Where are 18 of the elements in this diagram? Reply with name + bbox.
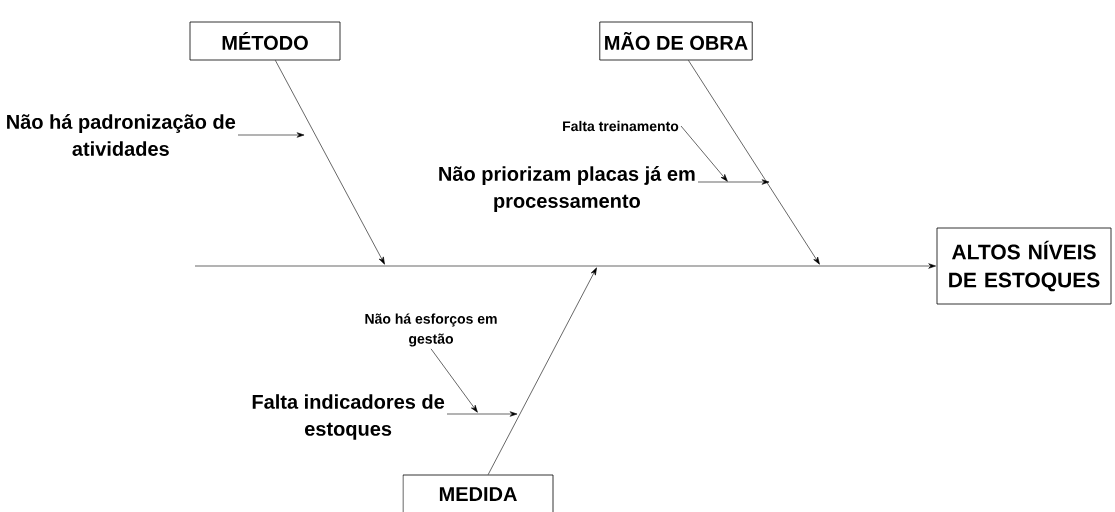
arrow (680, 125, 728, 182)
arrow (194, 263, 936, 269)
arrow (275, 60, 385, 265)
arrow (487, 267, 597, 475)
sub-cause-label: Não há esforços em gestão (365, 313, 497, 347)
arrow (430, 348, 478, 413)
category-box: MÉTODO (189, 21, 341, 61)
cause-label: Falta indicadores de estoques (252, 394, 445, 440)
arrow (688, 60, 820, 265)
category-box: MÃO DE OBRA (599, 21, 753, 61)
category-box: MEDIDA (402, 474, 554, 512)
arrow (237, 132, 305, 138)
arrow (446, 411, 518, 417)
arrow (697, 179, 770, 185)
cause-label: Não priorizam placas já em processamento (439, 166, 695, 212)
effect-box: ALTOS NÍVEIS DE ESTOQUES (936, 227, 1112, 305)
sub-cause-label: Falta treinamento (563, 120, 679, 132)
cause-label: Não há padronização de atividades (7, 114, 236, 156)
